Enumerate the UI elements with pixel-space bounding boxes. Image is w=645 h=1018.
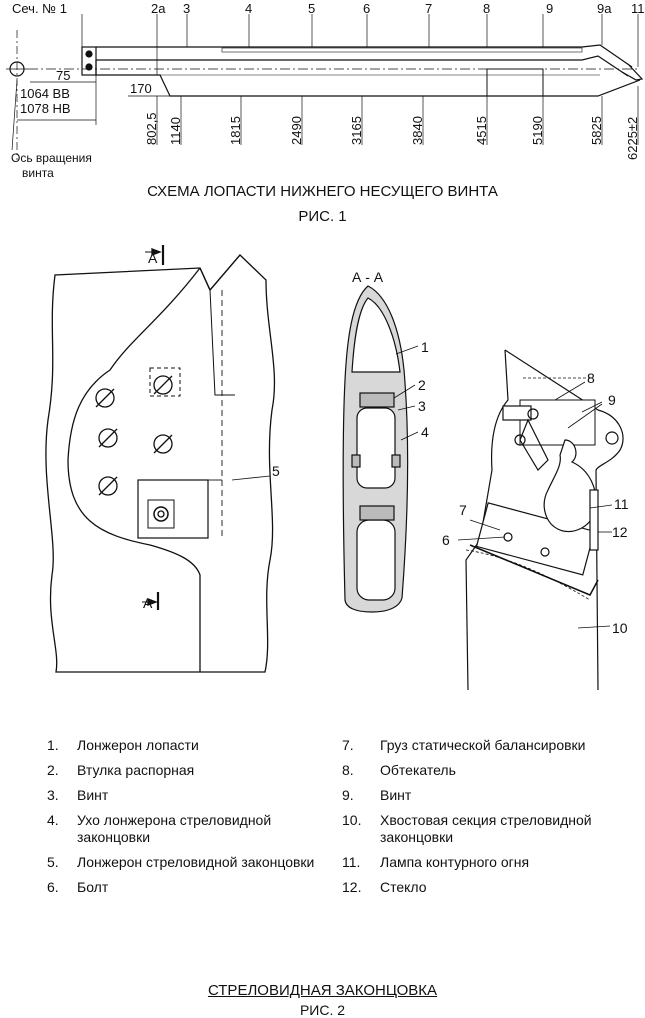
dim-3165: 3165 xyxy=(349,116,364,145)
callout-12: 12 xyxy=(612,524,628,540)
legend-item: 8.Обтекатель xyxy=(342,762,456,778)
section-label-6: 6 xyxy=(363,1,370,16)
legend-item: 1.Лонжерон лопасти xyxy=(47,737,199,753)
fig1-title: СХЕМА ЛОПАСТИ НИЖНЕГО НЕСУЩЕГО ВИНТА xyxy=(147,183,498,200)
legend-item: 9.Винт xyxy=(342,787,412,803)
dim-802-5: 802,5 xyxy=(144,112,159,145)
legend-item: 2.Втулка распорная xyxy=(47,762,195,778)
blade-scheme-drawing: Сеч. № 1 2а 3 4 5 6 7 8 9 9а 11 75 1064 … xyxy=(6,1,645,180)
dim-1140: 1140 xyxy=(168,117,183,145)
swept-tip-left-view xyxy=(45,245,276,673)
section-label-7: 7 xyxy=(425,1,432,16)
dim-3840: 3840 xyxy=(410,116,425,145)
dim-4515: 4515 xyxy=(474,116,489,145)
section-label-3: 3 xyxy=(183,1,190,16)
callout-1: 1 xyxy=(421,339,429,355)
section-label-2a: 2а xyxy=(151,1,166,16)
section-view-title: А - А xyxy=(352,269,384,285)
dim-1078: 1078 НВ xyxy=(20,101,71,116)
callout-10: 10 xyxy=(612,620,628,636)
dim-5190: 5190 xyxy=(530,116,545,145)
callout-6: 6 xyxy=(442,532,450,548)
dim-5825: 5825 xyxy=(589,116,604,145)
fig1-number: РИС. 1 xyxy=(298,208,347,225)
callout-4: 4 xyxy=(421,424,429,440)
swept-tip-right-view xyxy=(457,349,624,691)
callout-2: 2 xyxy=(418,377,426,393)
fig2-number: РИС. 2 xyxy=(299,1002,346,1018)
legend-item: 6.Болт xyxy=(47,879,109,895)
section-marker-bottom: А xyxy=(143,595,153,611)
legend-item: 3.Винт xyxy=(47,787,109,803)
section-label-8: 8 xyxy=(483,1,490,16)
legend-item: 10.Хвостовая секция стреловидной законцо… xyxy=(342,812,592,845)
section-label-4: 4 xyxy=(245,1,252,16)
swept-tip-drawing: А А А - А 1 2 3 4 5 6 7 8 9 10 11 12 xyxy=(45,245,629,691)
section-marker-top: А xyxy=(148,250,158,266)
dim-1815: 1815 xyxy=(228,116,243,145)
section-a-a-view xyxy=(342,285,419,613)
axis-label-line2: винта xyxy=(22,166,54,180)
callout-3: 3 xyxy=(418,398,426,414)
dim-170: 170 xyxy=(130,81,152,96)
legend-column-right: 7.Груз статической балансировки 8.Обтека… xyxy=(342,737,625,904)
legend-item: 4.Ухо лонжерона стреловидной законцовки xyxy=(47,812,272,845)
section-label-9: 9 xyxy=(546,1,553,16)
legend-item: 5.Лонжерон стреловидной законцовки xyxy=(47,854,315,870)
fig2-title: СТРЕЛОВИДНАЯ ЗАКОНЦОВКА xyxy=(207,982,438,999)
section-label-1: Сеч. № 1 xyxy=(12,1,67,16)
callout-11: 11 xyxy=(614,496,629,512)
legend-item: 11.Лампа контурного огня xyxy=(342,854,530,870)
dim-6225: 6225±2 xyxy=(625,117,640,160)
callout-9: 9 xyxy=(608,392,616,408)
section-label-11: 11 xyxy=(631,1,645,16)
callout-7: 7 xyxy=(459,502,467,518)
callout-5: 5 xyxy=(272,463,280,479)
dim-1064: 1064 ВВ xyxy=(20,86,70,101)
legend-column-left: 1.Лонжерон лопасти 2.Втулка распорная 3.… xyxy=(47,737,322,904)
section-label-5: 5 xyxy=(308,1,315,16)
dim-2490: 2490 xyxy=(289,116,304,145)
section-label-9a: 9а xyxy=(597,1,612,16)
legend-item: 7.Груз статической балансировки xyxy=(342,737,586,753)
legend-item: 12.Стекло xyxy=(342,879,427,895)
dim-75: 75 xyxy=(56,68,70,83)
callout-8: 8 xyxy=(587,370,595,386)
axis-label-line1: Ось вращения xyxy=(11,151,92,165)
